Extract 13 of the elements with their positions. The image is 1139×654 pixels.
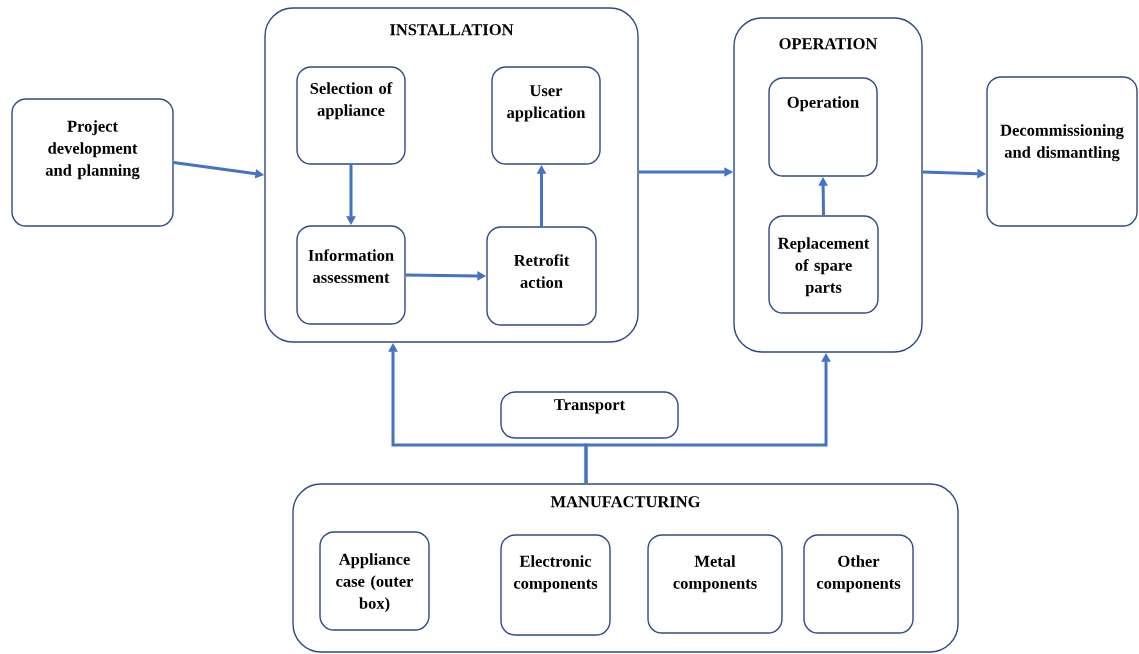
component-box: Other components — [803, 534, 914, 634]
process-box: Selection of appliance — [296, 66, 406, 165]
process-box: Transport — [500, 391, 679, 439]
process-box: User application — [491, 66, 601, 165]
component-box: Metal components — [647, 534, 783, 634]
component-box: Appliance case (outer box) — [319, 531, 430, 631]
process-box: Information assessment — [296, 225, 406, 325]
process-box: Project development and planning — [11, 98, 174, 227]
process-box: Decommissioning and dismantling — [986, 76, 1138, 227]
process-box: Retrofit action — [486, 226, 597, 326]
process-box: Operation — [768, 77, 878, 177]
process-box: Replacement of spare parts — [768, 215, 879, 314]
component-box: Electronic components — [500, 534, 611, 636]
